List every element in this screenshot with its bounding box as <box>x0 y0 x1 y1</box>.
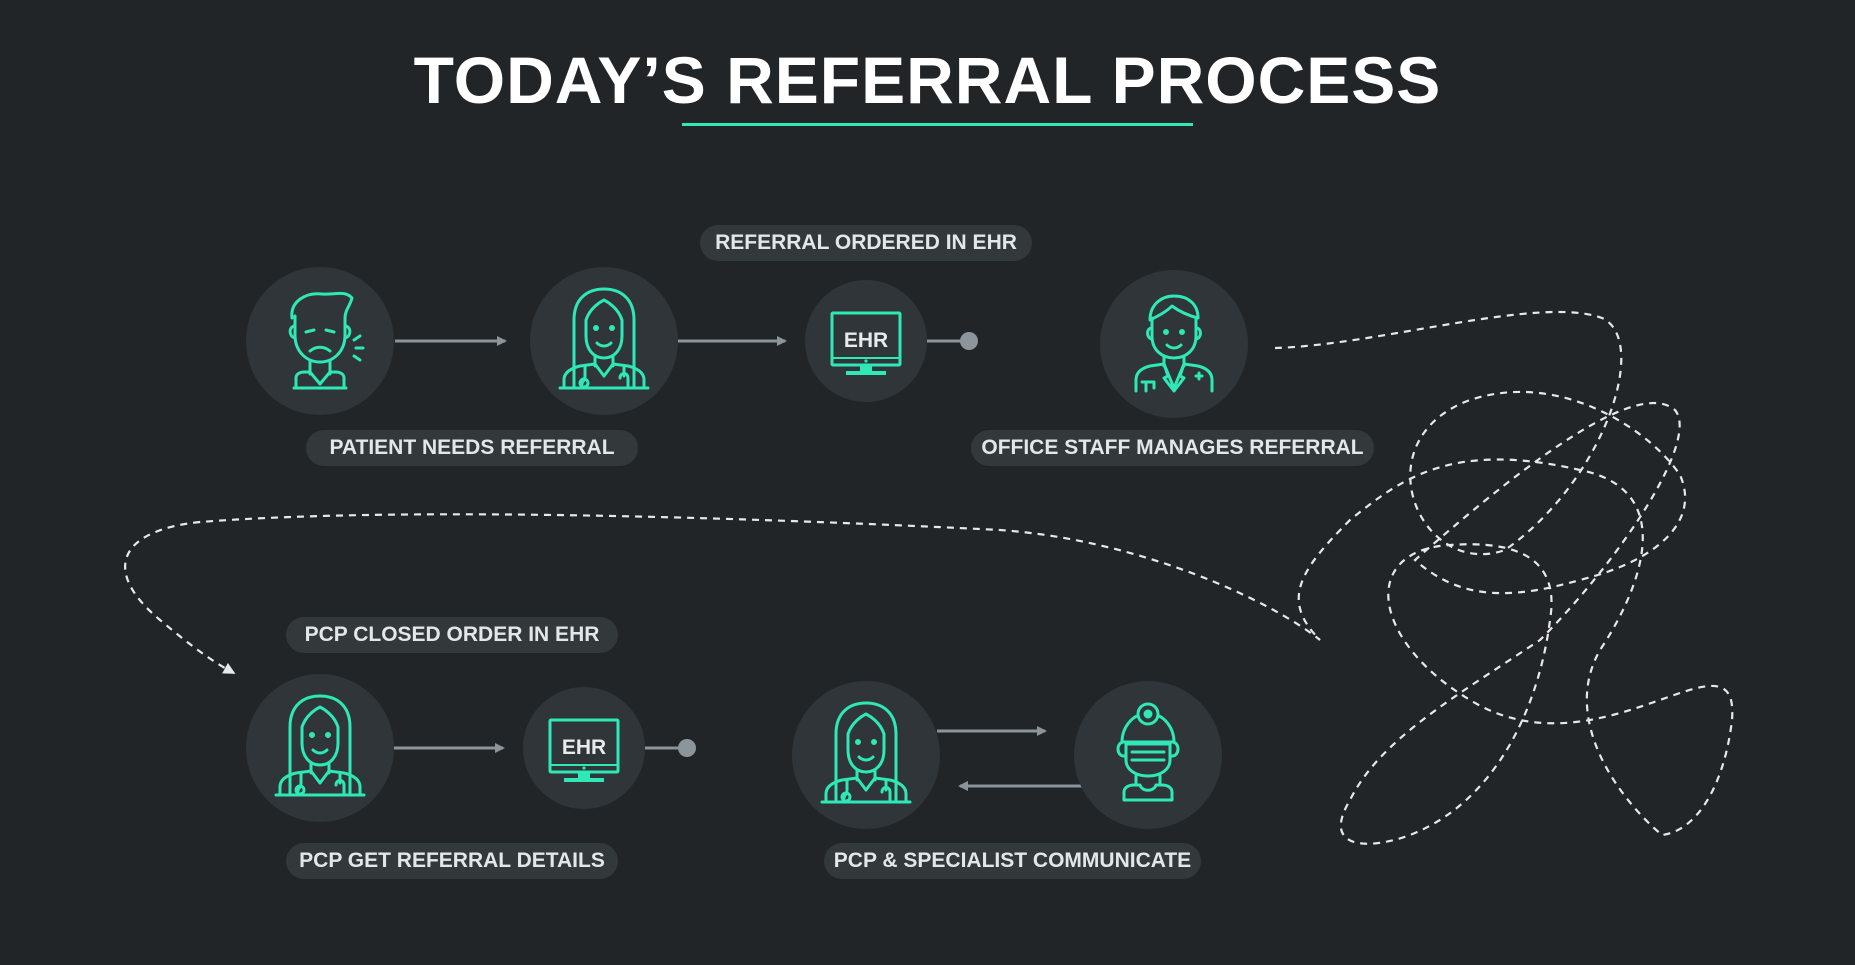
specialist-surgeon-icon <box>1116 702 1180 802</box>
label-pcp-get-details: PCP GET REFERRAL DETAILS <box>286 843 618 879</box>
female-doctor-icon <box>820 701 912 804</box>
ehr-monitor-icon <box>830 311 902 375</box>
office-staff-icon <box>1134 294 1214 393</box>
label-office-staff: OFFICE STAFF MANAGES REFERRAL <box>971 430 1374 466</box>
ehr-monitor-icon <box>548 718 620 782</box>
ehr2-connector-dot <box>678 739 696 757</box>
ehr-label-row2: EHR <box>562 736 606 759</box>
pcp-node-communicate <box>792 681 940 829</box>
ehr-node-row1: EHR <box>805 280 927 402</box>
label-referral-ordered: REFERRAL ORDERED IN EHR <box>700 225 1032 261</box>
pcp-node-row2 <box>246 674 394 822</box>
ehr-label-row1: EHR <box>844 329 888 352</box>
label-pcp-closed-order: PCP CLOSED ORDER IN EHR <box>286 617 618 653</box>
office-staff-node <box>1100 270 1248 418</box>
sick-patient-icon <box>288 291 365 390</box>
patient-node <box>246 267 394 415</box>
pcp-node-row1 <box>530 267 678 415</box>
chaotic-referral-path <box>124 310 1734 845</box>
ehr-node-row2: EHR <box>523 687 645 809</box>
title-underline <box>682 123 1193 126</box>
female-doctor-icon <box>274 694 366 797</box>
label-patient-needs-referral: PATIENT NEEDS REFERRAL <box>306 430 638 466</box>
female-doctor-icon <box>558 287 650 390</box>
label-pcp-specialist-communicate: PCP & SPECIALIST COMMUNICATE <box>824 843 1201 879</box>
ehr-connector-dot <box>960 332 978 350</box>
specialist-node <box>1074 681 1222 829</box>
page-title: TODAY’S REFERRAL PROCESS <box>413 43 1442 117</box>
